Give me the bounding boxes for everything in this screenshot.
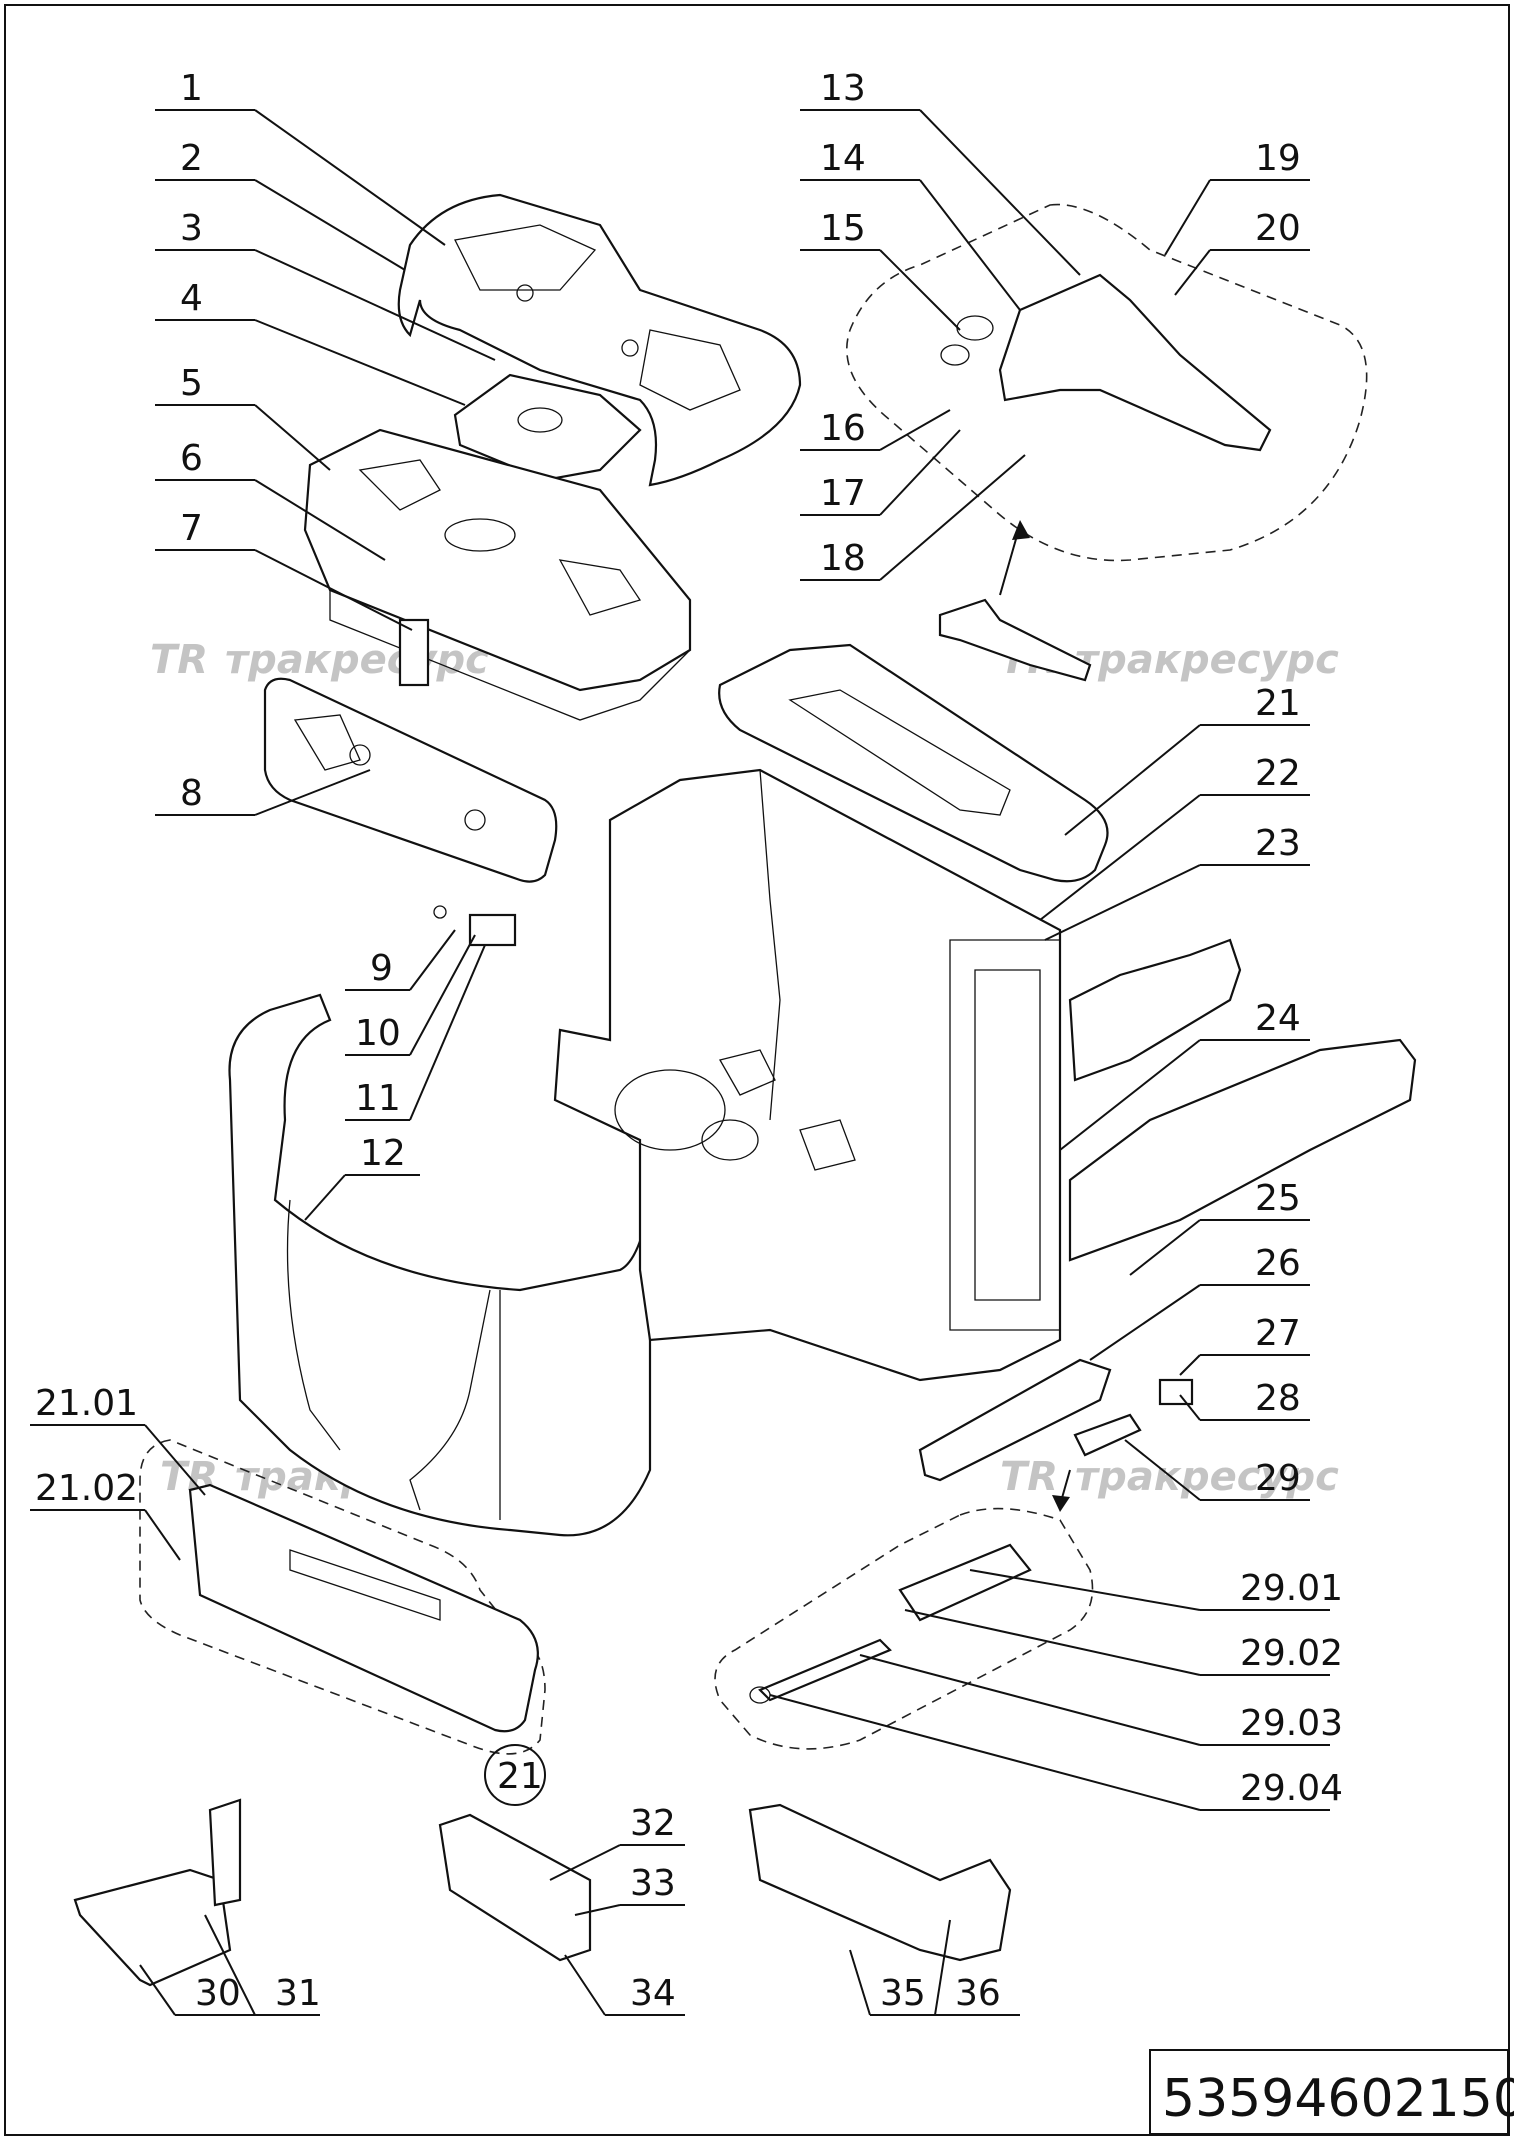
part-21-top-pad bbox=[718, 643, 1109, 883]
callout-12: 12 bbox=[360, 1133, 406, 1174]
callout-24: 24 bbox=[1255, 998, 1301, 1039]
part-13-handle-bracket bbox=[940, 273, 1272, 452]
callout-22: 22 bbox=[1255, 753, 1301, 794]
callout-30: 30 bbox=[195, 1973, 241, 2014]
callout-18: 18 bbox=[820, 538, 866, 579]
callout-29-04: 29.04 bbox=[1240, 1768, 1343, 1809]
callout-25: 25 bbox=[1255, 1178, 1301, 1219]
callout-36: 36 bbox=[955, 1973, 1001, 2014]
callout-1: 1 bbox=[180, 68, 203, 109]
callout-21-circled: 21 bbox=[497, 1756, 543, 1797]
part-29-cylinder bbox=[1073, 1413, 1142, 1457]
part-5-frame-plate bbox=[303, 428, 692, 721]
callout-7: 7 bbox=[180, 508, 203, 549]
svg-text:тракресурс: тракресурс bbox=[225, 637, 489, 683]
callout-29-02: 29.02 bbox=[1240, 1633, 1343, 1674]
dashed-group-handle-bracket bbox=[846, 203, 1368, 562]
callout-4: 4 bbox=[180, 278, 203, 319]
watermark-top-left: TR тракресурс bbox=[150, 637, 489, 683]
callout-11: 11 bbox=[355, 1078, 401, 1119]
callout-20: 20 bbox=[1255, 208, 1301, 249]
part-12-front-cover bbox=[228, 993, 652, 1537]
callout-29-01: 29.01 bbox=[1240, 1568, 1343, 1609]
callout-8: 8 bbox=[180, 773, 203, 814]
callout-31: 31 bbox=[275, 1973, 321, 2014]
part-26-bar bbox=[918, 1358, 1112, 1482]
callout-35: 35 bbox=[880, 1973, 926, 2014]
svg-text:TR: TR bbox=[1000, 1454, 1058, 1500]
callout-17: 17 bbox=[820, 473, 866, 514]
callout-14: 14 bbox=[820, 138, 866, 179]
callout-9: 9 bbox=[370, 948, 393, 989]
part-handle-preview bbox=[938, 598, 1092, 682]
callout-2: 2 bbox=[180, 138, 203, 179]
callout-29-03: 29.03 bbox=[1240, 1703, 1343, 1744]
callout-15: 15 bbox=[820, 208, 866, 249]
callout-29: 29 bbox=[1255, 1458, 1301, 1499]
drawing-number: 535946021502 bbox=[1162, 2069, 1514, 2129]
part-9-11-small-bracket bbox=[433, 905, 517, 947]
callout-16: 16 bbox=[820, 408, 866, 449]
callout-10: 10 bbox=[355, 1013, 401, 1054]
part-32-34-bracket bbox=[438, 1813, 592, 1962]
callout-6: 6 bbox=[180, 438, 203, 479]
svg-text:TR: TR bbox=[150, 637, 208, 683]
part-28-block bbox=[1158, 1378, 1194, 1406]
watermark-top-right: TR тракресурс bbox=[1000, 637, 1339, 683]
part-7-bracket bbox=[398, 618, 430, 687]
callout-21: 21 bbox=[1255, 683, 1301, 724]
callout-21-02: 21.02 bbox=[35, 1468, 138, 1509]
svg-text:тракресурс: тракресурс bbox=[1075, 637, 1339, 683]
part-main-chassis bbox=[553, 768, 1062, 1382]
callout-26: 26 bbox=[1255, 1243, 1301, 1284]
part-4-top-plate bbox=[453, 373, 642, 482]
callout-27: 27 bbox=[1255, 1313, 1301, 1354]
watermark-middle-right: TR тракресурс bbox=[1000, 1454, 1339, 1500]
part-24-forks bbox=[1068, 938, 1417, 1262]
part-21-cover-detail bbox=[188, 1483, 539, 1733]
dashed-group-cover-21 bbox=[139, 1439, 546, 1755]
callout-32: 32 bbox=[630, 1803, 676, 1844]
callout-5: 5 bbox=[180, 363, 203, 404]
part-30-31-bracket bbox=[73, 1798, 242, 1987]
part-8-side-panel bbox=[263, 677, 558, 883]
leader-lines bbox=[30, 109, 1330, 2016]
svg-text:тракресурс: тракресурс bbox=[1075, 1454, 1339, 1500]
callout-33: 33 bbox=[630, 1863, 676, 1904]
callout-3: 3 bbox=[180, 208, 203, 249]
page-border bbox=[4, 4, 1510, 2136]
dashed-group-cylinder-29 bbox=[714, 1507, 1094, 1750]
callout-21-01: 21.01 bbox=[35, 1383, 138, 1424]
part-35-36-bracket bbox=[748, 1803, 1012, 1962]
callout-28: 28 bbox=[1255, 1378, 1301, 1419]
part-1-top-cover bbox=[397, 193, 802, 487]
callout-19: 19 bbox=[1255, 138, 1301, 179]
callout-23: 23 bbox=[1255, 823, 1301, 864]
callout-labels: 1 2 3 4 5 6 7 8 9 10 11 12 13 14 15 16 1… bbox=[35, 68, 1343, 2014]
drawing-number-box: 535946021502 bbox=[1149, 2049, 1514, 2135]
part-29-cylinder-expanded bbox=[749, 1543, 1032, 1704]
callout-13: 13 bbox=[820, 68, 866, 109]
callout-34: 34 bbox=[630, 1973, 676, 2014]
